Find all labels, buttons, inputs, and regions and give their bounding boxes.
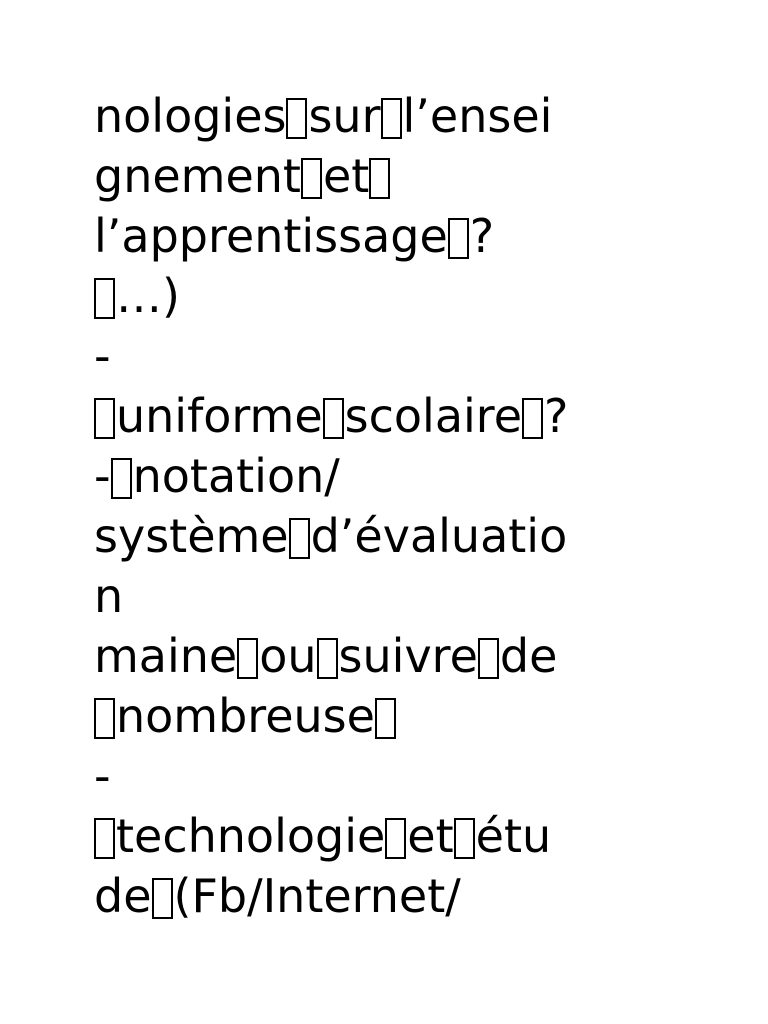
- missing-glyph-box: [374, 698, 396, 739]
- text-run: système: [94, 509, 289, 563]
- missing-glyph-box: [369, 158, 391, 199]
- text-run: -: [94, 749, 111, 803]
- text-run: notation/: [132, 449, 340, 503]
- text-run: ?: [469, 209, 495, 263]
- text-run: technologie: [116, 809, 386, 863]
- text-run: nologies: [94, 89, 287, 143]
- missing-glyph-box: [453, 818, 475, 859]
- text-line: l’apprentissage?: [94, 206, 714, 266]
- text-line: nombreuse: [94, 686, 714, 746]
- missing-glyph-box: [322, 398, 344, 439]
- text-run: d’évaluatio: [310, 509, 568, 563]
- text-run: scolaire: [344, 389, 522, 443]
- text-run: suivre: [338, 629, 478, 683]
- missing-glyph-box: [288, 518, 310, 559]
- text-run: gnement: [94, 149, 301, 203]
- missing-glyph-box: [94, 278, 115, 319]
- missing-glyph-box: [447, 218, 469, 259]
- missing-glyph-box: [237, 638, 259, 679]
- missing-glyph-box: [477, 638, 499, 679]
- missing-glyph-box: [94, 818, 115, 859]
- missing-glyph-box: [151, 878, 173, 919]
- text-run: l’ensei: [402, 89, 553, 143]
- text-line: -notation/: [94, 446, 714, 506]
- missing-glyph-box: [316, 638, 338, 679]
- text-run: et: [407, 809, 454, 863]
- text-run: étu: [475, 809, 552, 863]
- text-run: l’apprentissage: [94, 209, 448, 263]
- text-line: -: [94, 326, 714, 386]
- text-line: de (Fb/Internet/: [94, 866, 714, 926]
- missing-glyph-box: [522, 398, 543, 439]
- text-line: système d’évaluatio: [94, 506, 714, 566]
- text-run: uniforme: [116, 389, 323, 443]
- text-line: gnement et: [94, 146, 714, 206]
- text-run: sur: [308, 89, 381, 143]
- text-run: …): [116, 269, 180, 323]
- text-run: et: [322, 149, 370, 203]
- missing-glyph-box: [94, 398, 115, 439]
- missing-glyph-box: [286, 98, 308, 139]
- text-line: -: [94, 746, 714, 806]
- text-line: nologies sur l’ensei: [94, 86, 714, 146]
- text-run: -: [94, 329, 111, 383]
- text-run: (Fb/Internet/: [173, 869, 461, 923]
- text-run: de: [499, 629, 558, 683]
- text-run: n: [94, 569, 124, 623]
- text-run: de: [94, 869, 152, 923]
- missing-glyph-box: [300, 158, 322, 199]
- text-run: maine: [94, 629, 238, 683]
- missing-glyph-box: [385, 818, 407, 859]
- text-line: …): [94, 266, 714, 326]
- text-run: ?: [544, 389, 569, 443]
- missing-glyph-box: [94, 698, 115, 739]
- text-run: nombreuse: [116, 689, 375, 743]
- text-line: uniforme scolaire?: [94, 386, 714, 446]
- missing-glyph-box: [110, 458, 132, 499]
- text-line: n: [94, 566, 714, 626]
- missing-glyph-box: [380, 98, 402, 139]
- text-run: ou: [259, 629, 317, 683]
- text-run: -: [94, 449, 111, 503]
